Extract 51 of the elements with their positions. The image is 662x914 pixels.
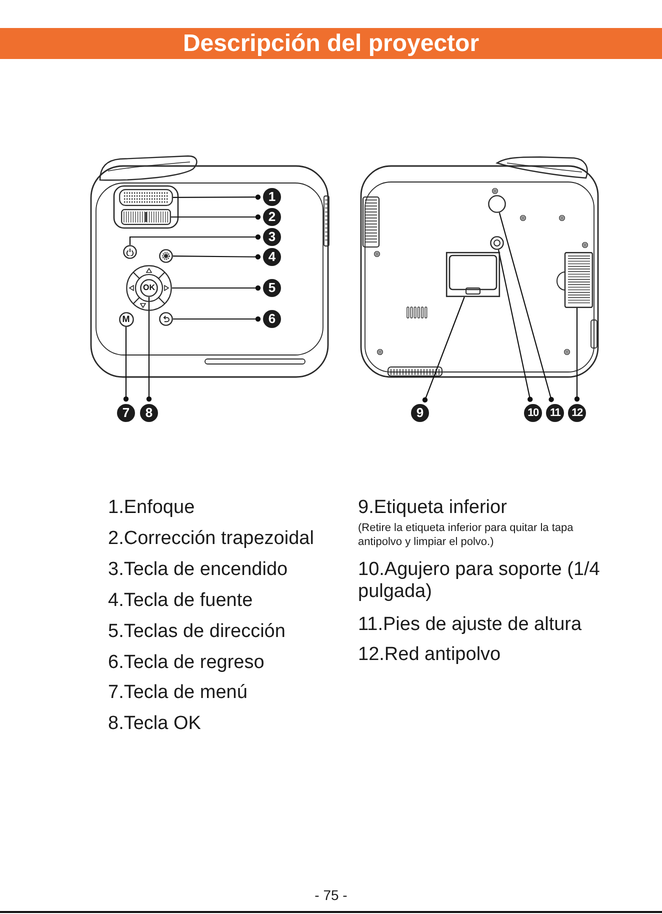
keystone-wheel — [121, 209, 171, 225]
focus-ring — [119, 189, 173, 206]
note-text: (Retire la etiqueta inferior para quitar la tapa antipolvo y limpiar el polvo.) — [358, 521, 574, 549]
part-description: 12.Red antipolvo — [358, 644, 501, 666]
part-description: 10.Agujero para soporte (1/4 pulgada) — [358, 559, 601, 603]
callout-number: 7 — [117, 404, 135, 422]
callout-number: 6 — [263, 310, 281, 328]
callout-number: 8 — [140, 404, 158, 422]
leader-line — [171, 214, 261, 220]
bottom-label — [446, 252, 500, 297]
callout-number: 12 — [568, 404, 586, 422]
leader-line — [172, 285, 261, 291]
part-description: 8.Tecla OK — [108, 713, 201, 735]
callout-number: 10 — [524, 404, 542, 422]
leader-line — [498, 212, 554, 402]
menu-button: M — [118, 312, 134, 326]
mount-hole — [490, 236, 504, 250]
dust-grille — [557, 252, 593, 308]
page-number: - 75 - — [314, 886, 348, 904]
leader-line — [422, 296, 465, 402]
leader-line — [574, 308, 580, 402]
return-button — [159, 312, 173, 326]
leader-line — [173, 316, 261, 322]
part-description: 5.Teclas de dirección — [108, 621, 286, 643]
callout-number: 11 — [546, 404, 564, 422]
power-button — [123, 245, 137, 259]
leader-line — [173, 194, 261, 200]
leader-line — [498, 250, 533, 402]
callout-number: 1 — [263, 188, 281, 206]
part-description: 11.Pies de ajuste de altura — [358, 614, 582, 636]
part-description: 6.Tecla de regreso — [108, 652, 264, 674]
ok-button: OK — [140, 279, 158, 297]
part-description: 4.Tecla de fuente — [108, 590, 253, 612]
title-banner: Descripción del proyector — [0, 28, 662, 59]
leader-line — [173, 254, 261, 260]
part-description: 2.Corrección trapezoidal — [108, 528, 314, 550]
part-description: 7.Tecla de menú — [108, 682, 248, 704]
source-button — [159, 249, 173, 263]
part-description: 1.Enfoque — [108, 497, 195, 519]
callout-number: 3 — [263, 228, 281, 246]
callout-number: 9 — [411, 404, 429, 422]
leader-line — [146, 297, 152, 402]
leader-line — [123, 326, 129, 402]
callout-number: 2 — [263, 208, 281, 226]
leader-line — [129, 234, 261, 245]
callout-number: 5 — [263, 279, 281, 297]
callout-number: 4 — [263, 248, 281, 266]
part-description: 3.Tecla de encendido — [108, 559, 288, 581]
direction-pad — [126, 265, 172, 311]
part-description: 9.Etiqueta inferior — [358, 497, 507, 519]
height-adjust-foot — [488, 195, 506, 213]
